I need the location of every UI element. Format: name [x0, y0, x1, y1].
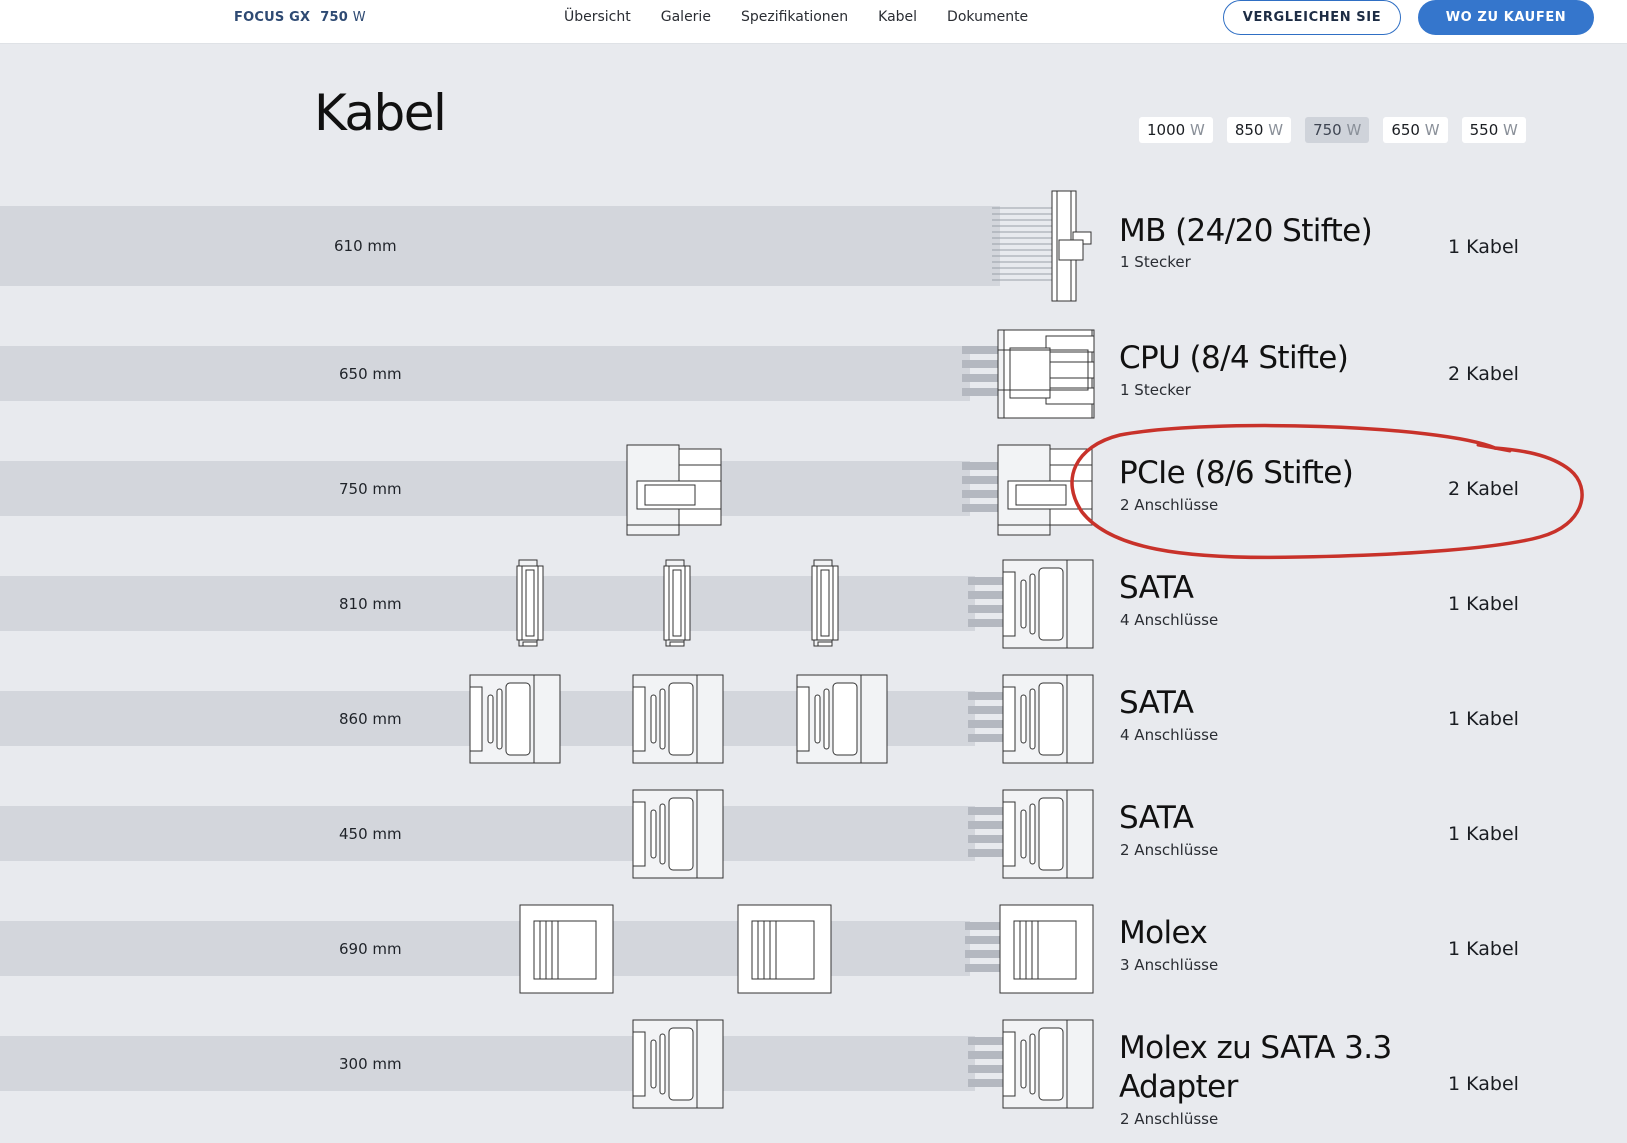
cable-band-adapter [0, 1036, 975, 1091]
cable-count-sata-1: 1 Kabel [1448, 593, 1519, 615]
compare-button[interactable]: VERGLEICHEN SIE [1223, 0, 1401, 35]
wattage-750[interactable]: 750 W [1305, 117, 1370, 143]
cable-sub-sata-1: 4 Anschlüsse [1120, 611, 1219, 629]
cable-count-mb: 1 Kabel [1448, 236, 1519, 258]
cable-length-sata-1: 810 mm [339, 595, 402, 613]
wattage-850[interactable]: 850 W [1226, 117, 1292, 143]
cable-length-molex: 690 mm [339, 940, 402, 958]
cpu-connector-graphic [962, 329, 1095, 419]
mb-connector-graphic [992, 190, 1092, 302]
cable-name-mb: MB (24/20 Stifte) [1119, 213, 1373, 249]
product-brand[interactable]: FOCUS GX 750 W [234, 10, 366, 25]
wattage-650[interactable]: 650 W [1383, 117, 1448, 143]
cable-name-pcie: PCIe (8/6 Stifte) [1119, 455, 1354, 491]
wattage-1000[interactable]: 1000 W [1139, 117, 1213, 143]
cable-length-cpu: 650 mm [339, 365, 402, 383]
pcie-connector-end [997, 444, 1093, 536]
wattage-550[interactable]: 550 W [1461, 117, 1526, 143]
cable-sub-cpu: 1 Stecker [1120, 381, 1191, 399]
nav-overview[interactable]: Übersicht [564, 9, 631, 25]
cable-count-sata-2: 1 Kabel [1448, 708, 1519, 730]
model-unit: W [352, 10, 366, 25]
cable-sub-sata-2: 4 Anschlüsse [1120, 726, 1219, 744]
nav-cables[interactable]: Kabel [878, 9, 918, 25]
cable-length-pcie: 750 mm [339, 480, 402, 498]
top-navigation: FOCUS GX 750 W Übersicht Galerie Spezifik… [0, 0, 1627, 44]
section-nav: Übersicht Galerie Spezifikationen Kabel … [564, 9, 1058, 25]
cable-sub-molex: 3 Anschlüsse [1120, 956, 1219, 974]
cable-sub-pcie: 2 Anschlüsse [1120, 496, 1219, 514]
cable-sub-adapter: 2 Anschlüsse [1120, 1110, 1219, 1128]
cable-count-molex: 1 Kabel [1448, 938, 1519, 960]
cable-name-sata-3: SATA [1119, 800, 1194, 836]
brand-name: FOCUS GX [234, 10, 311, 25]
nav-documents[interactable]: Dokumente [947, 9, 1029, 25]
cable-name-sata-2: SATA [1119, 685, 1194, 721]
cable-band-mb [0, 206, 1000, 286]
cable-count-pcie: 2 Kabel [1448, 478, 1519, 500]
cable-length-sata-2: 860 mm [339, 710, 402, 728]
nav-gallery[interactable]: Galerie [660, 9, 711, 25]
cable-band-sata-3 [0, 806, 975, 861]
cable-name-sata-1: SATA [1119, 570, 1194, 606]
cable-sub-sata-3: 2 Anschlüsse [1120, 841, 1219, 859]
page-title: Kabel [314, 84, 447, 142]
pcie-connector-mid [626, 444, 722, 536]
nav-specifications[interactable]: Spezifikationen [740, 9, 849, 25]
cable-length-adapter: 300 mm [339, 1055, 402, 1073]
cable-length-mb: 610 mm [334, 237, 397, 255]
cable-band-cpu [0, 346, 970, 401]
model-number: 750 [320, 10, 348, 25]
cable-sub-mb: 1 Stecker [1120, 253, 1191, 271]
cable-count-sata-3: 1 Kabel [1448, 823, 1519, 845]
cable-band-pcie [0, 461, 970, 516]
cable-name-molex: Molex [1119, 915, 1208, 951]
cable-count-cpu: 2 Kabel [1448, 363, 1519, 385]
cable-name-cpu: CPU (8/4 Stifte) [1119, 340, 1349, 376]
cable-count-adapter: 1 Kabel [1448, 1073, 1519, 1095]
where-to-buy-button[interactable]: WO ZU KAUFEN [1418, 0, 1594, 35]
cable-name-adapter: Molex zu SATA 3.3 Adapter [1119, 1030, 1392, 1105]
wattage-selector: 1000 W 850 W 750 W 650 W 550 W [1139, 117, 1540, 143]
cable-length-sata-3: 450 mm [339, 825, 402, 843]
